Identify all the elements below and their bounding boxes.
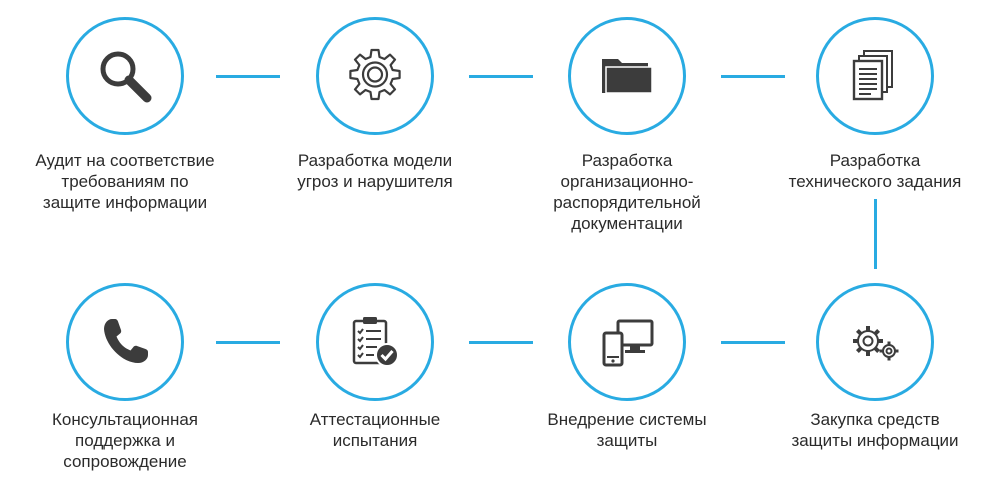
step-audit-label: Аудит на соответствие требованиям по защ… — [35, 151, 215, 212]
step-technical-task — [816, 17, 934, 135]
step-certification-label: Аттестационные испытания — [309, 410, 441, 450]
connector-1-2 — [216, 75, 280, 78]
connector-3-4 — [721, 75, 785, 78]
magnifier-icon — [100, 51, 152, 103]
step-support-label: Консультационная поддержка и сопровожден… — [52, 410, 198, 471]
step-procurement-label: Закупка средств защиты информации — [791, 410, 959, 450]
connector-5-6 — [721, 341, 785, 344]
step-audit — [66, 17, 184, 135]
connector-2-3 — [469, 75, 533, 78]
phone-icon — [104, 319, 148, 363]
checklist-icon — [352, 317, 399, 367]
step-certification — [316, 283, 434, 401]
connector-6-7 — [469, 341, 533, 344]
connector-7-8 — [216, 341, 280, 344]
step-technical-task-label: Разработка технического задания — [788, 151, 962, 191]
connector-4-5 — [874, 199, 877, 269]
folder-icon — [602, 59, 653, 94]
gears-icon — [853, 326, 899, 361]
step-documentation — [568, 17, 686, 135]
documents-icon — [852, 50, 893, 101]
step-documentation-label: Разработка организационно- распорядитель… — [553, 151, 701, 233]
step-implementation — [568, 283, 686, 401]
gear-icon — [349, 48, 401, 101]
devices-icon — [602, 319, 654, 367]
step-procurement — [816, 283, 934, 401]
step-support — [66, 283, 184, 401]
step-implementation-label: Внедрение системы защиты — [547, 410, 707, 450]
step-threat-model — [316, 17, 434, 135]
step-threat-model-label: Разработка модели угроз и нарушителя — [297, 151, 453, 191]
